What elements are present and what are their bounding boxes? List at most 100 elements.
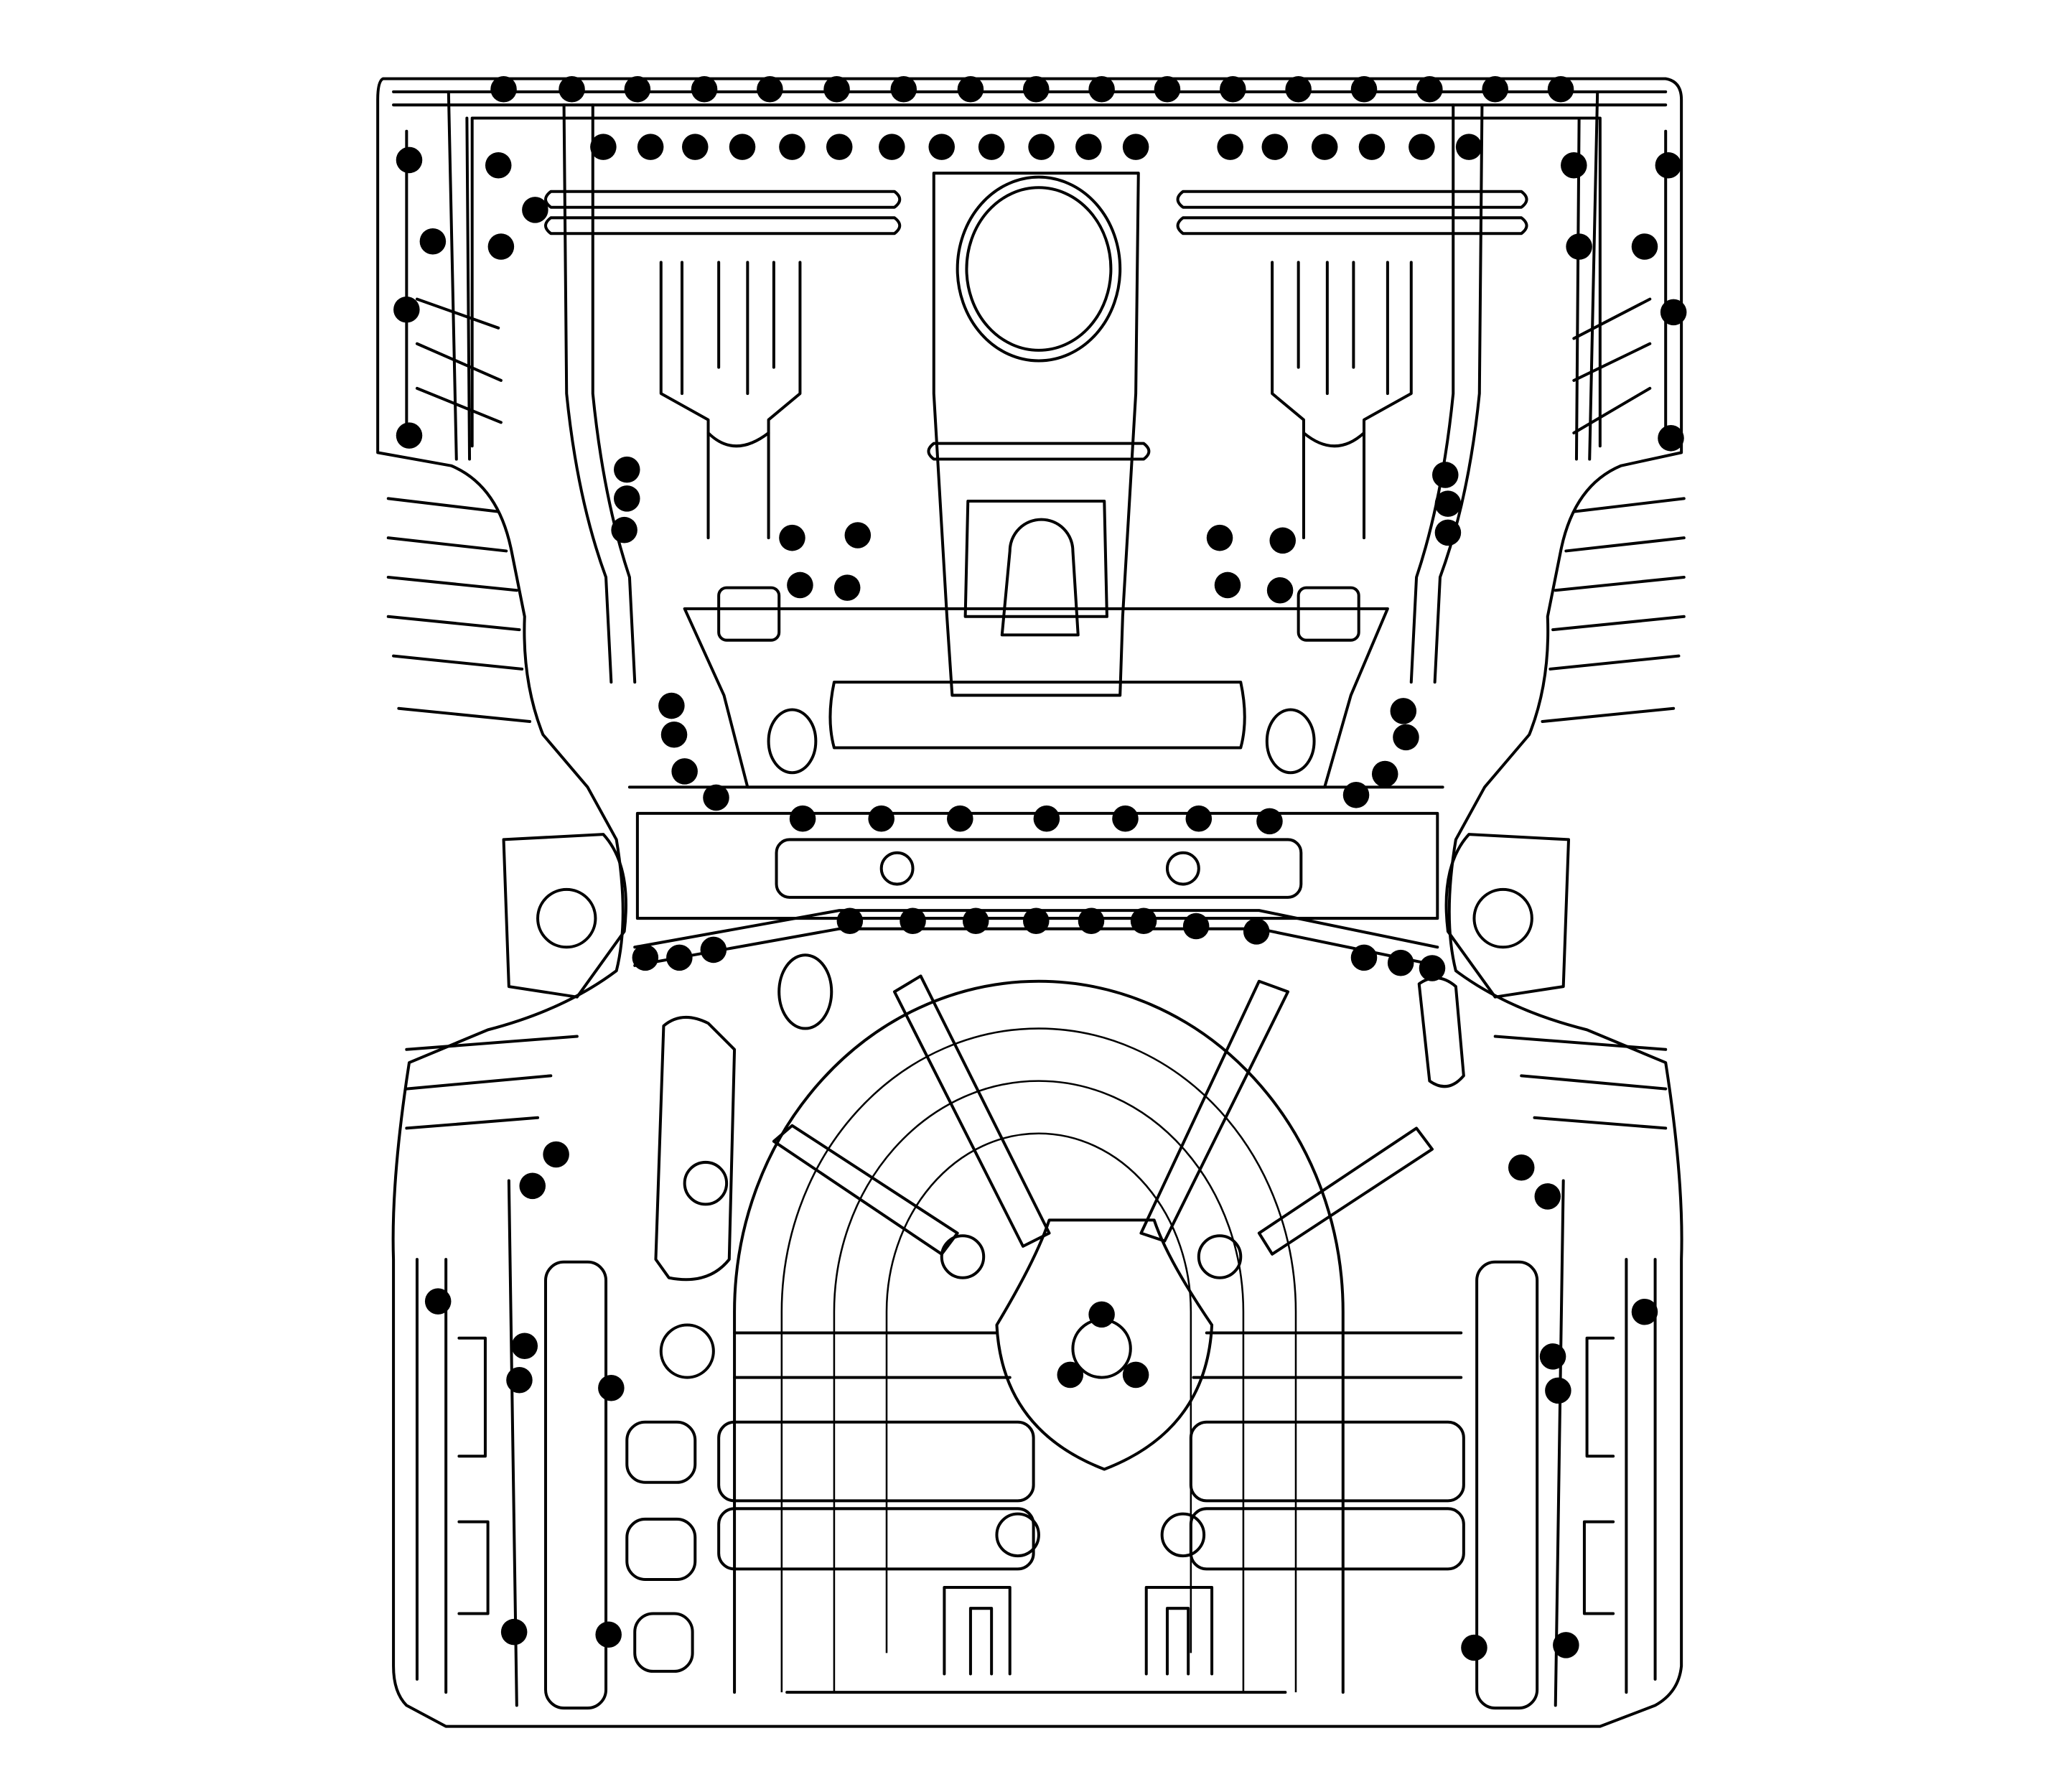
- weld-point-icon: [671, 758, 698, 785]
- weld-point-icon: [419, 228, 447, 255]
- right-side-structure: [1554, 1179, 1657, 1707]
- weld-point-icon: [637, 134, 664, 160]
- weld-point-icon: [868, 805, 894, 832]
- weld-point-icon: [614, 485, 640, 512]
- right-fork-bracket: [1271, 261, 1413, 540]
- weld-point-icon: [424, 1288, 452, 1315]
- center-oval-inner: [965, 186, 1113, 352]
- weld-point-icon: [660, 721, 688, 748]
- weld-point-icon: [1122, 1361, 1149, 1389]
- weld-point-icon: [393, 296, 420, 323]
- weld-point-icon: [1660, 299, 1687, 326]
- left-oval-hole: [767, 708, 818, 775]
- weld-point-icon: [506, 1366, 533, 1394]
- weld-point-icon: [1088, 1301, 1115, 1328]
- lower-rail: [627, 785, 1444, 920]
- spoke-upper-right: [1139, 979, 1290, 1243]
- weld-point-icon: [900, 907, 926, 934]
- right-wheelhouse-ribs: [1493, 497, 1686, 1130]
- weld-point-icon: [1154, 75, 1181, 103]
- weld-point-icon: [1185, 805, 1213, 832]
- left-mount: [502, 833, 627, 999]
- weld-point-icon: [1631, 233, 1658, 260]
- weld-point-icon: [879, 134, 905, 160]
- weld-point-icon: [947, 805, 973, 832]
- weld-point-icon: [1358, 134, 1386, 160]
- weld-point-icon: [729, 134, 756, 160]
- weld-point-icon: [1419, 955, 1446, 981]
- weld-point-icon: [1658, 425, 1684, 452]
- right-box: [1297, 586, 1360, 642]
- strap-left-upper: [717, 1420, 1035, 1503]
- weld-point-icon: [700, 936, 727, 963]
- weld-point-icon: [1461, 1634, 1487, 1661]
- right-mount-hole: [1472, 887, 1533, 949]
- weld-point-icon: [823, 75, 850, 103]
- left-block-2: [625, 1517, 697, 1581]
- mid-bar-right-hole: [1165, 851, 1200, 886]
- weld-point-icon: [1243, 918, 1270, 945]
- weld-point-icon: [559, 75, 585, 103]
- weld-point-icon: [1416, 75, 1443, 103]
- strap-right-lower: [1189, 1507, 1465, 1571]
- weld-point-icon: [691, 75, 718, 103]
- weld-point-icon: [500, 1618, 528, 1646]
- right-tube: [1176, 190, 1528, 235]
- center-bracket: [1000, 518, 1080, 637]
- weld-point-icon: [1409, 134, 1435, 160]
- weld-point-icon: [1566, 233, 1592, 260]
- weld-point-icon: [1561, 151, 1587, 179]
- left-spoke-hub: [940, 1234, 986, 1279]
- weld-point-icon: [519, 1172, 546, 1200]
- spoke-right: [1257, 1126, 1434, 1256]
- left-slots: [415, 297, 503, 424]
- strap-right-upper: [1189, 1420, 1465, 1503]
- weld-point-icon: [611, 516, 637, 543]
- weld-point-icon: [844, 522, 872, 549]
- weld-point-icon: [1130, 907, 1157, 934]
- weld-point-icon: [485, 151, 512, 179]
- lower-left-boss: [995, 1512, 1040, 1558]
- mid-bar-left-hole: [879, 851, 915, 886]
- weld-point-icon: [928, 134, 955, 160]
- left-block-3: [633, 1612, 694, 1673]
- right-side-member: [1409, 90, 1599, 684]
- weld-point-icon: [511, 1333, 538, 1360]
- weld-point-icon: [1432, 462, 1459, 488]
- weld-point-icon: [1256, 808, 1283, 835]
- weld-point-icon: [826, 134, 853, 160]
- spare-tire-well: [733, 979, 1345, 1694]
- weld-point-icon: [522, 197, 548, 223]
- weld-point-icon: [962, 907, 989, 934]
- weld-point-icon: [1390, 698, 1417, 724]
- weld-point-icon: [1122, 134, 1149, 160]
- weld-point-icon: [666, 944, 693, 971]
- weld-point-icon: [614, 456, 640, 483]
- weld-point-icon: [1088, 75, 1115, 103]
- left-side-structure: [415, 1179, 518, 1707]
- left-wheelhouse-ribs: [386, 497, 579, 1130]
- weld-point-icon: [1342, 782, 1370, 808]
- left-tube: [544, 190, 902, 235]
- weld-point-icon: [1023, 75, 1050, 103]
- weld-point-icon: [396, 146, 423, 174]
- weld-point-icon: [890, 75, 917, 103]
- weld-point-icon: [658, 692, 685, 719]
- weld-point-icon: [1028, 134, 1055, 160]
- weld-point-icon: [957, 75, 984, 103]
- weld-point-icon: [1057, 1361, 1084, 1389]
- weld-point-icon: [590, 134, 617, 160]
- spare-tire-well-ring-2: [833, 1080, 1245, 1693]
- weld-point-icon: [1220, 75, 1246, 103]
- weld-point-icon: [490, 75, 517, 103]
- weld-point-icon: [836, 907, 864, 934]
- lower-right-boss: [1160, 1512, 1206, 1558]
- weld-point-icon: [1075, 134, 1102, 160]
- weld-point-icon: [624, 75, 651, 103]
- weld-point-icon: [632, 944, 659, 971]
- weld-point-icon: [1023, 907, 1050, 934]
- right-small-slot: [1417, 976, 1465, 1088]
- weld-point-icon: [1266, 577, 1294, 604]
- weld-point-icon: [1078, 907, 1105, 934]
- weld-point-icon: [1547, 75, 1574, 103]
